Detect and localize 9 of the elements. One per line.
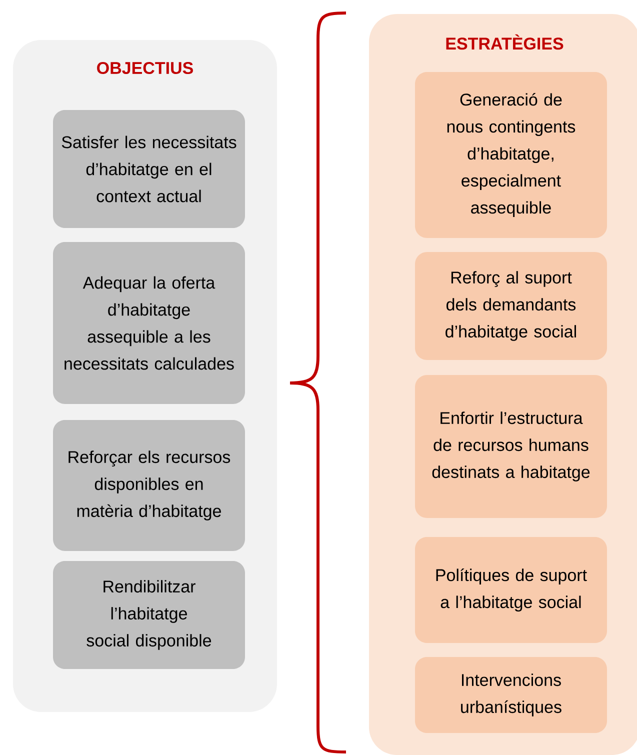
text-box: Satisfer les necessitats d’habitatge en el context actual — [53, 110, 245, 228]
text-box: Generació de nous contingents d’habitatge, especialment assequible — [415, 72, 607, 238]
text-box: Intervencions urbanístiques — [415, 657, 607, 733]
text-box: Rendibilitzar l’habitatge social disponible — [53, 561, 245, 669]
text-box: Adequar la oferta d’habitatge assequible a les necessitats calculades — [53, 242, 245, 404]
text-box: Reforç al suport dels demandants d’habitatge social — [415, 252, 607, 360]
text-box: Polítiques de suport a l’habitatge social — [415, 537, 607, 643]
text-box: Enfortir l’estructura de recursos humans destinats a habitatge — [415, 375, 607, 518]
text-box: Reforçar els recursos disponibles en matèria d’habitatge — [53, 420, 245, 551]
